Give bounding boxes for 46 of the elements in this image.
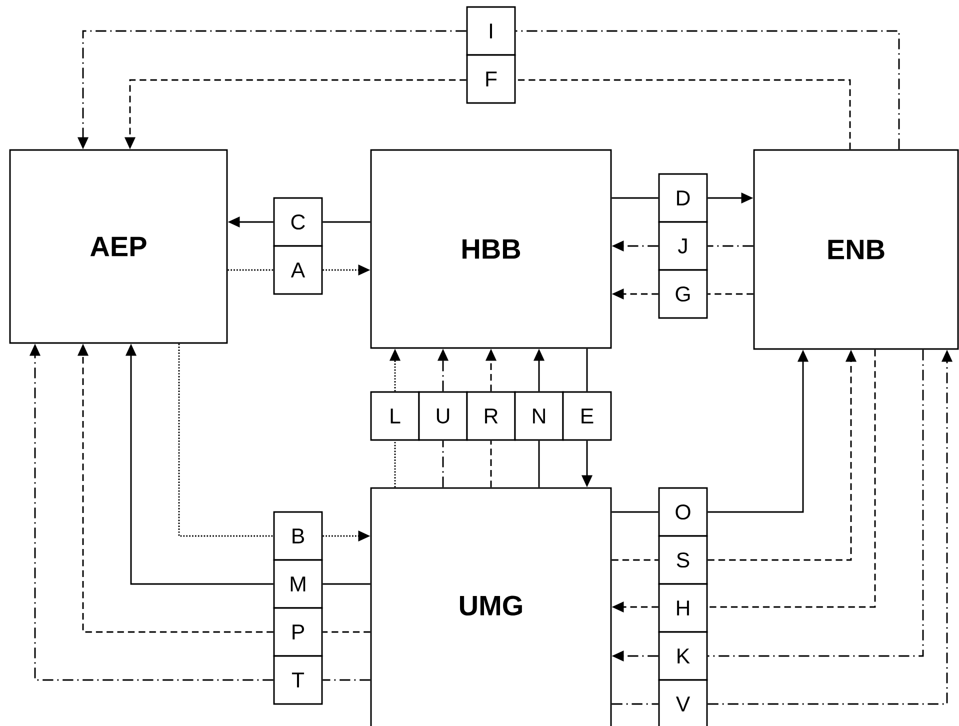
- connector: [708, 350, 924, 657]
- connector: [322, 221, 370, 223]
- connector: [708, 293, 754, 295]
- letter-box: V: [658, 679, 708, 726]
- connector: [322, 631, 370, 633]
- connector: [612, 703, 658, 705]
- block-box: HBB: [370, 149, 612, 349]
- letter-box: G: [658, 269, 708, 319]
- letter-box: O: [658, 487, 708, 537]
- connector: [586, 348, 588, 392]
- connector: [612, 511, 658, 513]
- connector: [538, 440, 540, 488]
- connector: [178, 344, 274, 537]
- connector: [228, 269, 274, 271]
- connector: [612, 197, 658, 199]
- letter-box: J: [658, 221, 708, 271]
- connector: [442, 440, 444, 488]
- letter-box: S: [658, 535, 708, 585]
- letter-box: M: [273, 559, 323, 609]
- connector: [612, 559, 658, 561]
- letter-box: C: [273, 197, 323, 247]
- letter-box: H: [658, 583, 708, 633]
- letter-box: B: [273, 511, 323, 561]
- letter-box: N: [514, 391, 564, 441]
- block-box: UMG: [370, 487, 612, 726]
- block-box: ENB: [753, 149, 959, 350]
- letter-box: U: [418, 391, 468, 441]
- connector: [516, 79, 851, 150]
- connector: [708, 350, 876, 608]
- connector: [322, 679, 370, 681]
- letter-box: L: [370, 391, 420, 441]
- letter-box: K: [658, 631, 708, 681]
- connector: [394, 440, 396, 488]
- letter-box: F: [466, 54, 516, 104]
- connector: [516, 30, 900, 150]
- letter-box: R: [466, 391, 516, 441]
- letter-box: E: [562, 391, 612, 441]
- letter-box: T: [273, 655, 323, 705]
- letter-box: I: [466, 6, 516, 56]
- letter-box: D: [658, 173, 708, 223]
- block-box: AEP: [9, 149, 228, 344]
- connector: [322, 583, 370, 585]
- connector: [490, 440, 492, 488]
- connector: [708, 245, 754, 247]
- letter-box: P: [273, 607, 323, 657]
- letter-box: A: [273, 245, 323, 295]
